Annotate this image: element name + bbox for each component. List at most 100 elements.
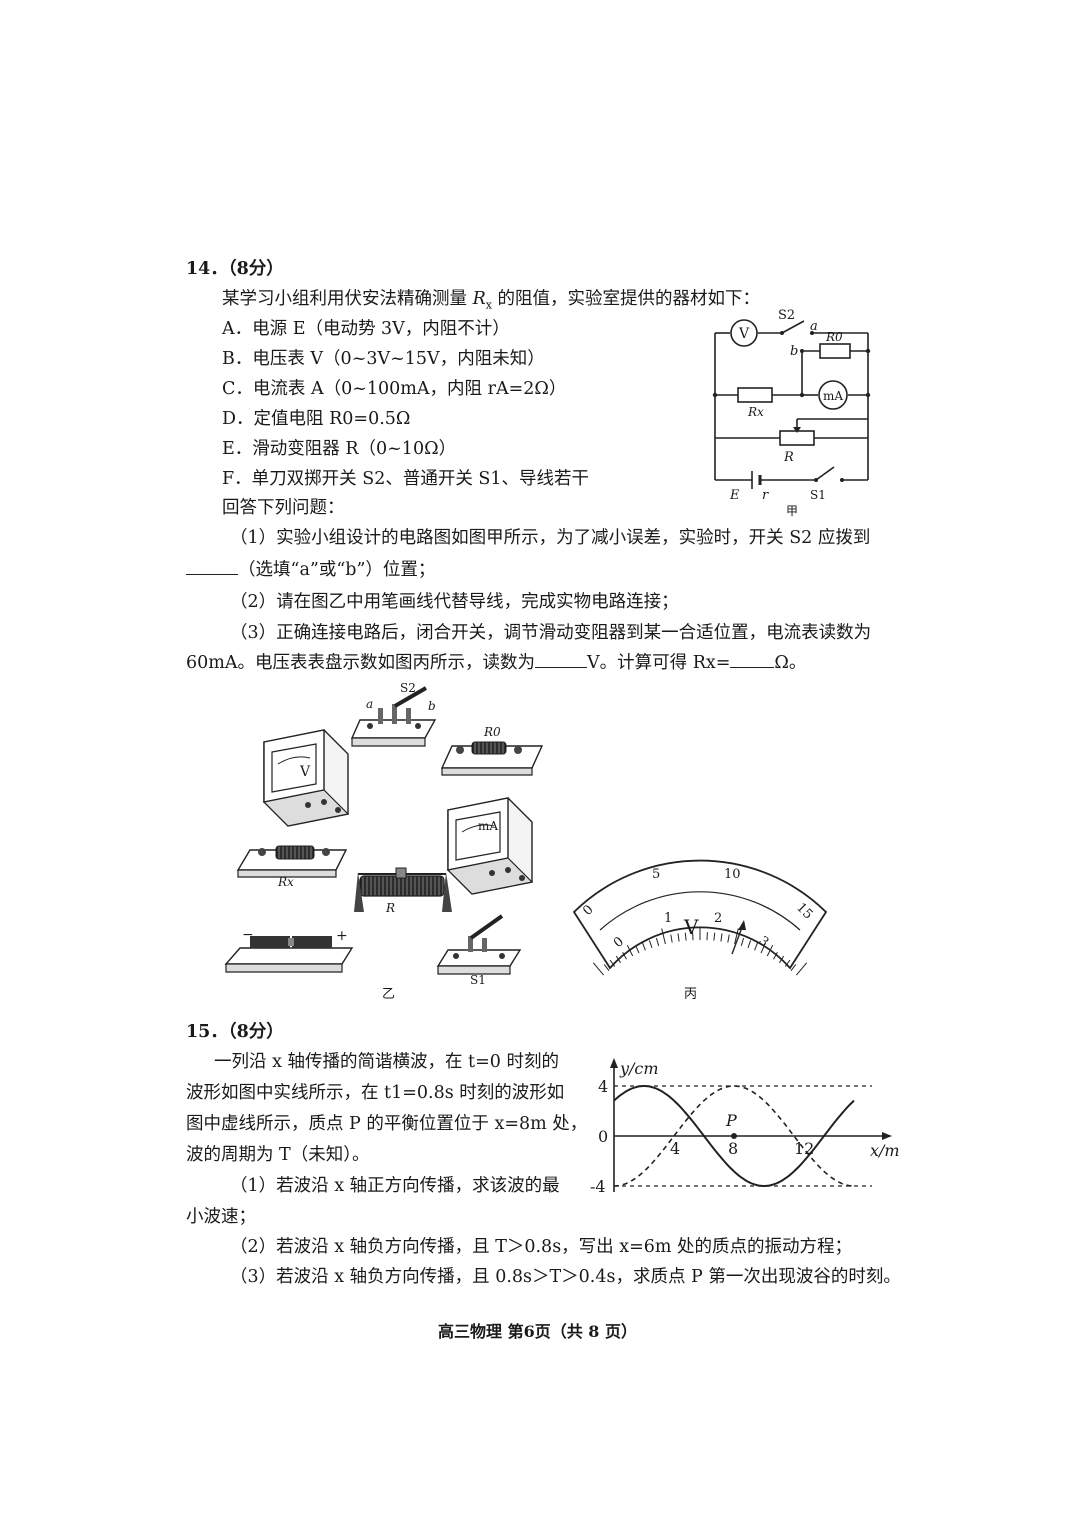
q15-line-2: 波形如图中实线所示，在 t1=0.8s 时刻的波形如: [186, 1083, 565, 1103]
rheostat-apparatus: [354, 867, 452, 912]
wave-ylabel: y/cm: [619, 1059, 659, 1078]
jia-a-label: a: [810, 319, 818, 334]
dial-outer-5: 5: [652, 867, 660, 882]
dial-tick: [684, 932, 687, 941]
dial-tick: [779, 955, 785, 964]
jia-e-label: E: [729, 488, 740, 503]
q14-item-a: A．电源 E（电动势 3V，内阻不计）: [222, 319, 510, 339]
dial-tick: [747, 940, 752, 949]
q14-part1-a: （1）实验小组设计的电路图如图甲所示，为了减小误差，实验时，开关 S2 应拨到: [230, 528, 871, 548]
q14-item-f: F．单刀双掷开关 S2、普通开关 S1、导线若干: [222, 469, 590, 489]
r0-resistor-apparatus: [440, 741, 544, 776]
yi-r-label: R: [385, 901, 395, 915]
dial-tick: [626, 944, 634, 957]
jia-r-label: R: [783, 450, 794, 465]
dial-tick: [670, 934, 673, 943]
rheostat-symbol: [779, 430, 815, 446]
q15-part1-a: （1）若波沿 x 轴正方向传播，求该波的最: [230, 1176, 560, 1196]
dial-tick: [754, 942, 758, 951]
dial-tick: [720, 933, 723, 942]
dial-tick: [603, 964, 610, 972]
jia-caption: 甲: [786, 504, 798, 518]
dial-tick: [734, 928, 739, 945]
jia-ma-label: mA: [823, 389, 843, 403]
dial-tick: [740, 937, 745, 946]
q14-part3-a: （3）正确连接电路后，闭合开关，调节滑动变阻器到某一合适位置，电流表读数为: [230, 623, 872, 643]
q14-item-b: B．电压表 V（0~3V~15V，内阻未知）: [222, 349, 545, 369]
q15-part2: （2）若波沿 x 轴负方向传播，且 T＞0.8s，写出 x=6m 处的质点的振动…: [230, 1237, 853, 1257]
dial-tick: [609, 959, 616, 967]
dial-tick: [661, 928, 666, 945]
dial-tick: [677, 933, 680, 942]
apparatus-figure-yi: S2 a b R0 V mA Rx: [224, 681, 544, 1002]
yi-v-label: V: [299, 764, 311, 780]
q15-part3: （3）若波沿 x 轴负方向传播，且 0.8s＞T＞0.4s，求质点 P 第一次出…: [230, 1267, 901, 1287]
yi-rx-label: Rx: [277, 875, 294, 889]
voltmeter-symbol: [730, 319, 758, 347]
q14-item-d: D．定值电阻 R0=0.5Ω: [222, 409, 411, 429]
q15-header: 15．（8分）: [186, 1022, 284, 1042]
jia-r0-label: R0: [825, 330, 843, 344]
battery-apparatus: [224, 936, 354, 973]
voltmeter-apparatus: [262, 729, 350, 827]
yi-ma-label: mA: [478, 819, 498, 833]
q15-part1-b: 小波速；: [186, 1207, 256, 1227]
wave-xtick-8: 8: [728, 1139, 738, 1158]
bing-caption: 丙: [684, 987, 697, 1002]
dial-inner-1: 1: [664, 911, 672, 926]
yi-r0-label: R0: [483, 725, 501, 739]
wave-xlabel: x/m: [870, 1141, 900, 1160]
dial-tick: [760, 945, 765, 954]
dial-unit: V: [683, 915, 699, 939]
dial-tick: [796, 962, 808, 976]
q14-intro: 某学习小组利用伏安法精确测量 Rx 的阻值，实验室提供的器材如下：: [222, 289, 761, 312]
jia-s1-label: S1: [810, 488, 826, 502]
yi-caption: 乙: [382, 987, 395, 1002]
ammeter-symbol: [818, 380, 848, 410]
q14-part2: （2）请在图乙中用笔画线代替导线，完成实物电路连接；: [230, 592, 679, 612]
jia-b-label: b: [790, 344, 798, 359]
dial-tick: [648, 940, 653, 949]
dial-inner-2: 2: [714, 911, 722, 926]
s2-switch-apparatus: [350, 686, 437, 747]
rx-resistor-symbol: [737, 387, 773, 403]
dial-tick: [655, 937, 660, 946]
answer-blank-1[interactable]: [186, 559, 238, 575]
dial-tick: [615, 955, 621, 964]
q15-line-4: 波的周期为 T（未知）。: [186, 1145, 370, 1165]
page-footer: 高三物理 第6页（共 8 页）: [438, 1322, 637, 1341]
rx-resistor-apparatus: [236, 845, 348, 878]
r0-resistor-symbol: [819, 343, 851, 359]
dial-tick: [773, 952, 778, 960]
dial-tick: [635, 945, 640, 954]
q15-line-1: 一列沿 x 轴传播的简谐横波，在 t=0 时刻的: [214, 1052, 559, 1072]
wave-ytick-0: 0: [598, 1127, 608, 1146]
wave-xtick-4: 4: [670, 1139, 680, 1158]
jia-s2-label: S2: [778, 308, 795, 323]
q14-header: 14．（8分）: [186, 259, 284, 279]
wave-graph: y/cm x/m 4 0 -4 4 8 12 P: [590, 1058, 900, 1196]
wave-point-p: P: [725, 1111, 737, 1130]
q15-line-3: 图中虚线所示，质点 P 的平衡位置位于 x=8m 处，: [186, 1114, 588, 1134]
dial-tick: [642, 942, 646, 951]
yi-plus-label: +: [336, 928, 348, 944]
dial-tick: [622, 952, 627, 960]
jia-rx-label: Rx: [747, 405, 764, 419]
voltmeter-dial-bing: 0 5 10 15 0 1 2 3 V 丙: [572, 859, 828, 1002]
circuit-diagram-jia: V S2 a b R0 mA Rx R E r S1 甲: [712, 308, 871, 518]
wave-ytick-4: 4: [598, 1077, 608, 1096]
yi-a-label: a: [366, 697, 373, 711]
dial-tick: [592, 962, 604, 976]
jia-v-label: V: [738, 326, 750, 342]
dial-tick: [790, 964, 797, 972]
dial-tick: [766, 944, 774, 957]
q14-item-c: C．电流表 A（0~100mA，内阻 rA=2Ω）: [222, 379, 567, 399]
yi-minus-label: −: [242, 927, 254, 943]
yi-s2-label: S2: [400, 681, 416, 695]
yi-s1-label: S1: [470, 973, 486, 987]
q14-item-e: E．滑动变阻器 R（0~10Ω）: [222, 439, 457, 459]
answer-blank-2[interactable]: [535, 652, 587, 668]
answer-blank-3[interactable]: [730, 652, 775, 668]
wave-ytick-neg4: -4: [590, 1177, 606, 1196]
